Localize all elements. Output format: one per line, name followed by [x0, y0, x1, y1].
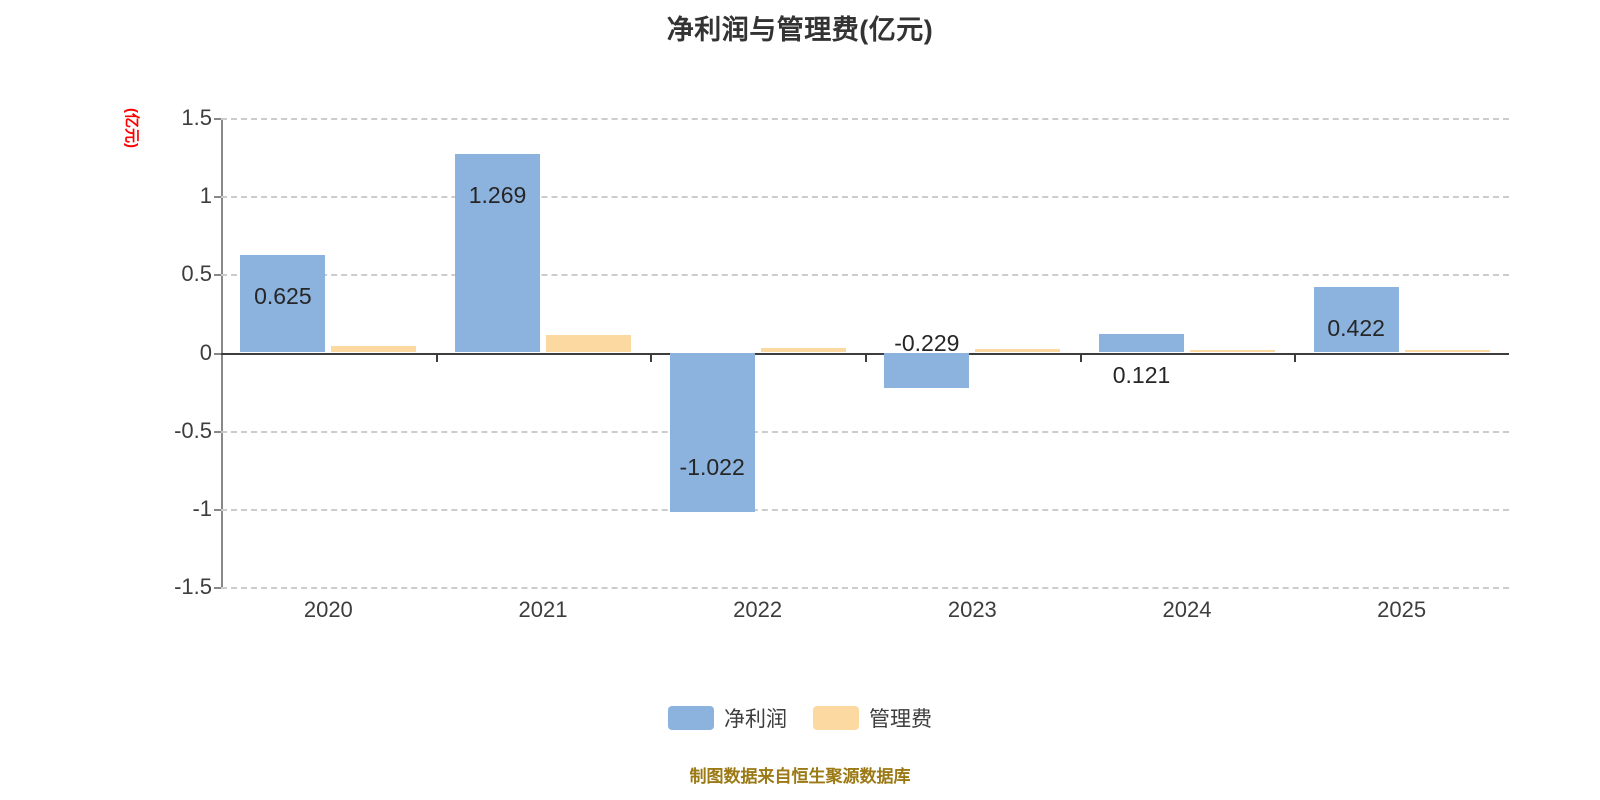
- bar-value-label: 0.625: [254, 282, 312, 309]
- y-axis-tick-label: -1: [192, 495, 212, 521]
- bar-管理费-2020[interactable]: [331, 345, 417, 353]
- y-axis-tick: [214, 352, 221, 355]
- bar-管理费-2023[interactable]: [975, 349, 1061, 353]
- bar-value-label: 0.121: [1112, 361, 1171, 388]
- legend-swatch: [668, 706, 714, 730]
- y-axis-tick: [214, 274, 221, 277]
- y-axis-tick: [214, 430, 221, 433]
- x-axis-tick-label: 2024: [1162, 597, 1212, 622]
- legend-item-管理费[interactable]: 管理费: [813, 703, 932, 733]
- plot-area: 0.625 1.269 -1.022 -0.229 0.121 0.422: [214, 118, 1509, 589]
- x-axis-tick-label: 2020: [303, 597, 353, 622]
- y-axis-tick-label: -1.5: [174, 574, 212, 599]
- y-axis-tick-label: 1: [199, 183, 212, 209]
- y-axis-tick: [214, 196, 221, 199]
- y-axis-tick: [214, 587, 221, 589]
- x-axis-tick: [865, 352, 867, 362]
- y-axis-tick-label: 0.5: [181, 261, 212, 287]
- gridline: [221, 430, 1509, 433]
- y-axis-tick-label: -0.5: [174, 417, 212, 443]
- legend-item-净利润[interactable]: 净利润: [668, 703, 787, 733]
- bar-管理费-2022[interactable]: [760, 348, 846, 353]
- bar-value-label: 1.269: [468, 182, 527, 209]
- y-axis-tick: [214, 118, 221, 120]
- bar-管理费-2024[interactable]: [1190, 349, 1275, 353]
- chart-legend: 净利润 管理费: [0, 703, 1600, 733]
- bar-净利润-2020[interactable]: [240, 254, 326, 353]
- x-axis-tick-label: 2023: [947, 597, 997, 622]
- bar-净利润-2022[interactable]: [669, 352, 755, 513]
- bar-管理费-2025[interactable]: [1404, 350, 1490, 353]
- bar-value-label: 0.422: [1327, 314, 1385, 341]
- bar-净利润-2024[interactable]: [1099, 333, 1184, 353]
- x-axis-tick: [1294, 352, 1297, 362]
- gridline: [221, 118, 1509, 120]
- legend-label: 管理费: [869, 708, 932, 731]
- data-source-note: 制图数据来自恒生聚源数据库: [689, 767, 911, 786]
- bar-value-label: -0.229: [894, 330, 960, 357]
- bar-管理费-2021[interactable]: [546, 334, 631, 353]
- x-axis-tick-label: 2021: [518, 597, 568, 622]
- bar-净利润-2023[interactable]: [884, 352, 970, 389]
- page-title: 净利润与管理费(亿元): [666, 15, 934, 45]
- gridline: [221, 274, 1509, 277]
- legend-swatch: [813, 706, 859, 730]
- x-axis-tick-label: 2022: [733, 597, 783, 622]
- gridline: [221, 587, 1509, 589]
- x-axis-tick-label: 2025: [1377, 597, 1427, 622]
- y-axis-tick: [214, 508, 221, 511]
- bar-净利润-2025[interactable]: [1313, 286, 1399, 353]
- legend-label: 净利润: [724, 708, 787, 731]
- x-axis-tick: [1079, 352, 1082, 362]
- y-axis-tick-label: 0: [199, 339, 212, 365]
- x-axis-tick: [650, 352, 653, 362]
- gridline: [221, 196, 1509, 199]
- gridline: [221, 508, 1509, 511]
- bar-净利润-2021[interactable]: [455, 154, 540, 353]
- y-axis-tick-label: 1.5: [181, 105, 212, 130]
- x-axis-tick: [435, 352, 438, 362]
- bar-value-label: -1.022: [679, 454, 745, 481]
